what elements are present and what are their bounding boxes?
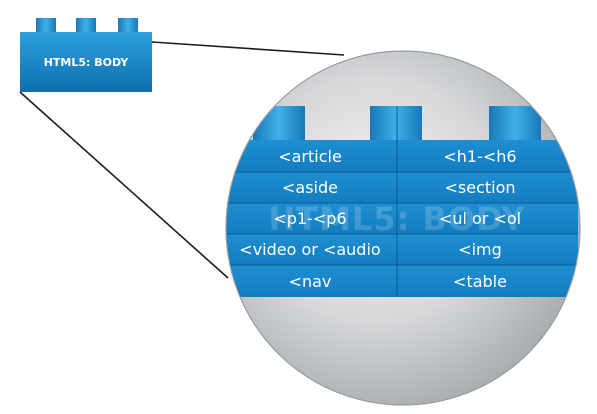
cell-left: <aside <box>282 178 338 197</box>
cell-left: <article <box>278 147 342 166</box>
row-bg <box>226 203 578 234</box>
brick-label: HTML5: BODY <box>44 56 130 69</box>
cell-right: <img <box>458 240 502 259</box>
lens-rim <box>225 50 581 406</box>
zoomed-brick: <article <h1-<h6 <aside <section <p1-<p6… <box>226 106 578 297</box>
table-row: <video or <audio <img <box>226 234 578 265</box>
zoom-stud-2 <box>370 106 422 140</box>
brick-stud-2 <box>76 18 96 32</box>
cell-right: <h1-<h6 <box>443 147 516 166</box>
cell-left: <nav <box>289 272 332 291</box>
brick-stud-1 <box>36 18 56 32</box>
magnifier-lens: <article <h1-<h6 <aside <section <p1-<p6… <box>225 50 581 406</box>
connector-line-bottom <box>19 91 229 279</box>
connector-line-top <box>151 41 345 56</box>
small-lego-brick: HTML5: BODY <box>20 18 152 92</box>
brick-body <box>20 32 152 92</box>
cell-right: <section <box>444 178 515 197</box>
table-row: <article <h1-<h6 <box>226 140 578 172</box>
table-row: <aside <section <box>226 172 578 203</box>
watermark-label: HTML5: BODY <box>268 200 525 238</box>
cell-right: <table <box>453 272 507 291</box>
cell-left: <p1-<p6 <box>273 209 346 228</box>
row-bg <box>226 265 578 297</box>
table-row: <nav <table <box>226 265 578 297</box>
cell-left: <video or <audio <box>239 240 380 259</box>
row-bg <box>226 234 578 265</box>
brick-stud-3 <box>118 18 138 32</box>
table-row: <p1-<p6 <ul or <ol <box>226 203 578 234</box>
cell-right: <ul or <ol <box>439 209 521 228</box>
connector-lines <box>19 41 345 279</box>
zoom-stud-3 <box>489 106 541 140</box>
row-bg <box>226 140 578 172</box>
element-table: <article <h1-<h6 <aside <section <p1-<p6… <box>226 106 578 297</box>
row-bg <box>226 172 578 203</box>
